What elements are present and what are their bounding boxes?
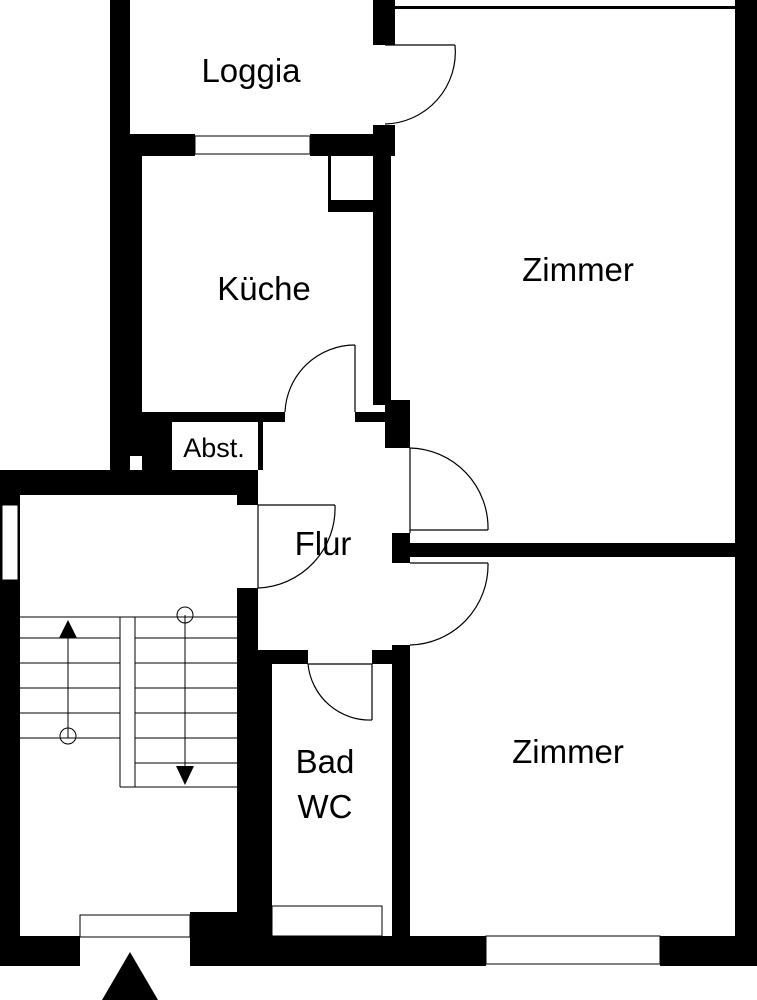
room-label-kueche: Küche	[217, 270, 311, 307]
door-swings	[257, 44, 489, 721]
stair-down-arrowhead-icon	[176, 766, 194, 785]
entrance-arrow-icon	[102, 952, 158, 1000]
room-label-wc: WC	[298, 788, 353, 825]
room-label-zimmer-bottom: Zimmer	[512, 733, 624, 770]
windows	[1, 135, 661, 965]
stair-up-arrowhead-icon	[59, 620, 77, 638]
room-label-bad: Bad	[296, 743, 355, 780]
room-label-flur: Flur	[295, 525, 352, 562]
staircase	[20, 606, 237, 788]
room-label-abstellraum: Abst.	[183, 433, 245, 463]
walls	[0, 0, 757, 966]
stair-down-start-circle	[176, 606, 194, 624]
stair-up-start-circle	[59, 727, 77, 745]
room-label-zimmer-top: Zimmer	[522, 251, 634, 288]
room-label-loggia: Loggia	[201, 52, 301, 89]
